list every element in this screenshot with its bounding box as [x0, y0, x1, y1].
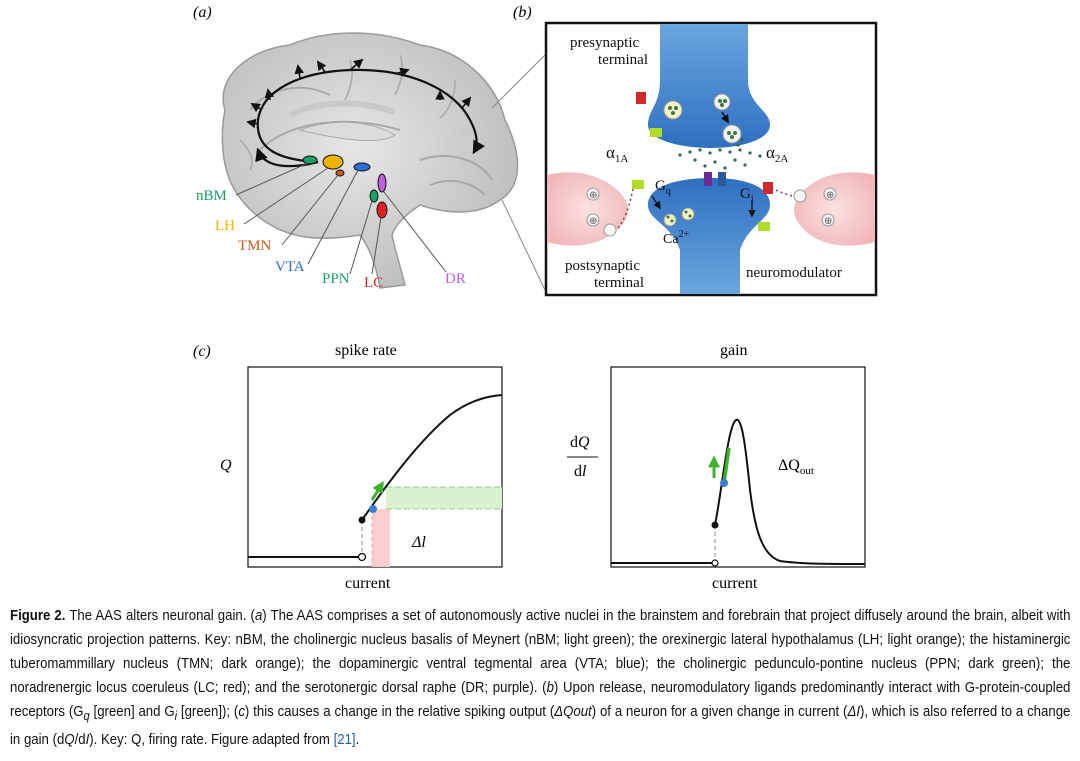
spike-rate-title: spike rate: [335, 342, 397, 359]
delta-q-out-label: ΔQout: [778, 457, 814, 477]
synapse-illustration: ⊕ ⊕ ⊕ ⊕: [547, 24, 875, 294]
label-tmn: TMN: [238, 238, 272, 254]
spike-rate-curve: Δl: [248, 394, 503, 567]
spike-rate-ylabel: Q: [220, 457, 232, 474]
label-ppn: PPN: [322, 271, 350, 287]
nucleus-dr: [377, 173, 387, 193]
nucleus-lh: [322, 154, 344, 170]
spike-rate-xlabel: current: [345, 575, 391, 592]
calcium-label: Ca2+: [663, 229, 690, 247]
label-dr: DR: [445, 271, 466, 287]
label-lc: LC: [364, 275, 383, 291]
synapse-labels: presynaptic terminal α1A α2A Gq Gi Ca2+ …: [565, 35, 842, 291]
panel-c-label: (c): [193, 343, 211, 360]
figure-number: Figure 2.: [10, 607, 66, 624]
gain-xlabel: current: [712, 575, 758, 592]
zoom-lines: [491, 54, 546, 291]
postsynaptic-terminal-label: terminal: [594, 275, 644, 291]
delta-current-band: [372, 509, 390, 567]
presynaptic-terminal-label: terminal: [598, 52, 648, 68]
neuromodulator-label: neuromodulator: [746, 265, 842, 281]
label-nbm: nBM: [196, 188, 227, 204]
svg-text:⊕: ⊕: [589, 190, 597, 201]
alpha-2a-label: α2A: [766, 143, 788, 165]
label-vta: VTA: [275, 259, 305, 275]
gain-title: gain: [720, 342, 748, 359]
delta-current-label: Δl: [411, 534, 426, 551]
alpha-1a-label: α1A: [606, 143, 628, 165]
nucleus-tmn: [335, 169, 345, 177]
aas-nuclei: [302, 154, 388, 219]
gain-ylabel-denominator: dl: [574, 463, 587, 480]
nucleus-vta: [353, 162, 371, 172]
nucleus-nbm: [302, 155, 318, 165]
nucleus-labels: nBM LH TMN VTA PPN LC DR: [196, 188, 466, 291]
figure-caption: Figure 2. The AAS alters neuronal gain. …: [10, 607, 1071, 748]
nucleus-leader-lines: [235, 162, 447, 275]
panel-b-label: (b): [513, 4, 532, 21]
gain-ylabel-numerator: dQ: [570, 434, 590, 451]
delta-q-band: [386, 487, 502, 509]
presynaptic-label: presynaptic: [570, 35, 639, 51]
gi-label: Gi: [740, 186, 754, 205]
gain-plot-frame: [610, 366, 866, 568]
svg-text:⊕: ⊕: [826, 190, 834, 201]
gain-curve: ΔQout: [611, 418, 866, 567]
svg-text:⊕: ⊕: [589, 216, 597, 227]
svg-text:⊕: ⊕: [824, 216, 832, 227]
nucleus-ppn: [369, 189, 379, 203]
figure-canvas: (a): [193, 4, 878, 592]
postsynaptic-label: postsynaptic: [565, 258, 640, 274]
gq-label: Gq: [655, 178, 671, 197]
label-lh: LH: [215, 218, 235, 234]
panel-a-label: (a): [193, 4, 212, 21]
reference-link[interactable]: [21]: [333, 731, 356, 748]
nucleus-lc: [376, 201, 388, 219]
